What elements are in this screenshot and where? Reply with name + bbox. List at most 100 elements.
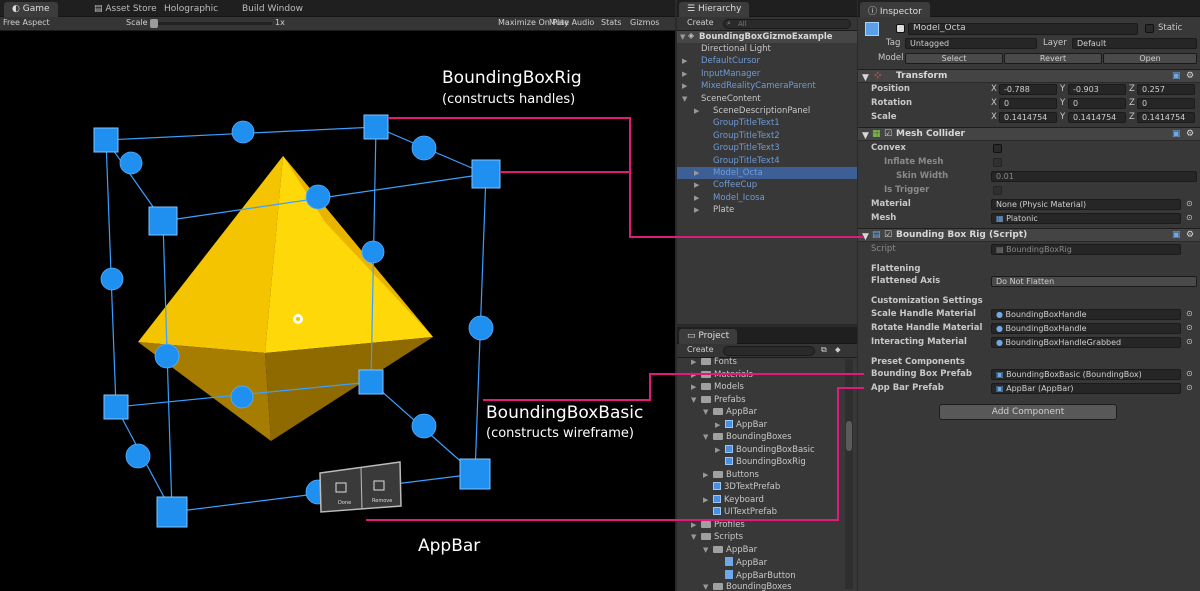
project-item[interactable]: ▶BoundingBoxBasic [677,444,843,456]
project-item[interactable]: ▶Buttons [677,469,843,481]
expand-arrow[interactable]: ▶ [691,383,697,391]
collapse-arrow[interactable]: ▼ [691,395,697,404]
collapse-arrow[interactable]: ▼ [703,433,709,441]
project-create-button[interactable]: Create [687,345,714,354]
interacting-material-field[interactable]: ● BoundingBoxHandleGrabbed [991,337,1181,348]
transform-rotation-x-field[interactable]: 0 [999,98,1057,109]
aspect-dropdown[interactable]: Free Aspect [3,18,50,27]
tab-asset-store[interactable]: ▤ Asset Store [94,4,157,14]
tab-game[interactable]: ◐ Game [4,2,58,17]
help-icon[interactable]: ▣ [1172,129,1181,139]
expand-arrow[interactable]: ▶ [694,181,700,190]
transform-header[interactable]: ▼ ⊹ Transform ▣ ⚙ [858,69,1200,83]
tab-hierarchy[interactable]: ☰ Hierarchy [679,2,750,17]
rotate-handle-material-field[interactable]: ● BoundingBoxHandle [991,323,1181,334]
object-name-field[interactable]: Model_Octa [908,23,1138,35]
expand-arrow[interactable]: ▶ [682,57,688,66]
project-item[interactable]: AppBar [677,556,843,568]
transform-rotation-z-field[interactable]: 0 [1137,98,1195,109]
add-component-button[interactable]: Add Component [939,404,1117,420]
rig-enabled-checkbox[interactable]: ☑ [884,230,893,240]
project-item[interactable]: ▼Scripts [677,531,843,543]
transform-scale-z-field[interactable]: 0.1414754 [1137,112,1195,123]
appbar-done-button[interactable]: Done [338,500,351,506]
hierarchy-item[interactable]: ▶Model_Octa [677,167,857,179]
transform-collapse-arrow[interactable]: ▼ [862,73,869,83]
expand-arrow[interactable]: ▶ [715,420,721,429]
object-picker-icon[interactable]: ⊙ [1186,383,1193,392]
settings-icon[interactable]: ⚙ [1186,129,1195,139]
settings-icon[interactable]: ⚙ [1186,71,1195,81]
collapse-arrow[interactable]: ▼ [682,94,688,103]
hierarchy-item[interactable]: ▶Model_Icosa [677,192,857,204]
project-item[interactable]: ▼BoundingBoxes [677,431,843,443]
hierarchy-search-input[interactable]: ⌕ All [723,19,851,29]
project-scrollbar[interactable] [845,359,853,589]
hierarchy-item[interactable]: ▶SceneDescriptionPanel [677,105,857,117]
expand-arrow[interactable]: ▶ [691,370,697,379]
scale-slider[interactable] [150,19,272,28]
project-item[interactable]: ▶Models [677,381,843,393]
project-item[interactable]: ▼AppBar [677,544,843,556]
expand-arrow[interactable]: ▶ [694,193,700,202]
help-icon[interactable]: ▣ [1172,71,1181,81]
model-revert-button[interactable]: Revert [1004,53,1102,64]
project-item[interactable]: ▶Materials [677,369,843,381]
expand-arrow[interactable]: ▶ [694,169,700,177]
material-field[interactable]: None (Physic Material) [991,199,1181,210]
project-item[interactable]: ▼BoundingBoxes [677,581,843,591]
expand-arrow[interactable]: ▶ [691,358,697,366]
project-item[interactable]: BoundingBoxRig [677,456,843,468]
project-item[interactable]: ▶Fonts [677,356,843,368]
project-item[interactable]: ▶Keyboard [677,494,843,506]
mute-audio-button[interactable]: Mute Audio [549,18,595,27]
flattened-axis-dropdown[interactable]: Do Not Flatten [991,276,1197,287]
project-item[interactable]: ▶AppBar [677,419,843,431]
expand-arrow[interactable]: ▶ [703,470,709,479]
layer-dropdown[interactable]: Default [1072,38,1197,49]
transform-scale-x-field[interactable]: 0.1414754 [999,112,1057,123]
hierarchy-item[interactable]: GroupTitleText3 [677,142,857,154]
expand-arrow[interactable]: ▶ [703,495,709,504]
appbar-remove-button[interactable]: Remove [372,498,392,504]
mesh-collider-collapse-arrow[interactable]: ▼ [862,131,869,141]
transform-rotation-y-field[interactable]: 0 [1068,98,1126,109]
project-item[interactable]: ▼AppBar [677,406,843,418]
expand-arrow[interactable]: ▶ [694,206,700,215]
hierarchy-item[interactable]: ▶MixedRealityCameraParent [677,80,857,92]
scene-row[interactable]: ▼ ◈ BoundingBoxGizmoExample [677,31,857,43]
help-icon[interactable]: ▣ [1172,230,1181,240]
hierarchy-item[interactable]: ▼SceneContent [677,93,857,105]
collapse-arrow[interactable]: ▼ [703,408,709,416]
object-picker-icon[interactable]: ⊙ [1186,369,1193,378]
object-picker-icon[interactable]: ⊙ [1186,199,1193,208]
hierarchy-item[interactable]: GroupTitleText2 [677,130,857,142]
transform-scale-y-field[interactable]: 0.1414754 [1068,112,1126,123]
model-select-button[interactable]: Select [905,53,1003,64]
rig-collapse-arrow[interactable]: ▼ [862,232,869,242]
object-picker-icon[interactable]: ⊙ [1186,337,1193,346]
expand-arrow[interactable]: ▶ [694,107,700,115]
collapse-arrow[interactable]: ▼ [703,545,709,554]
static-checkbox[interactable] [1145,24,1154,33]
collapse-arrow[interactable]: ▼ [703,583,709,591]
tab-build-window[interactable]: Build Window [242,4,303,14]
expand-arrow[interactable]: ▶ [682,82,688,91]
hierarchy-item[interactable]: ▶CoffeeCup [677,179,857,191]
app-bar-prefab-field[interactable]: ▣ AppBar (AppBar) [991,383,1181,394]
hierarchy-item[interactable]: ▶InputManager [677,68,857,80]
transform-position-y-field[interactable]: -0.903 [1068,84,1126,95]
object-picker-icon[interactable]: ⊙ [1186,309,1193,318]
project-item[interactable]: AppBarButton [677,569,843,581]
convex-checkbox[interactable] [993,144,1002,153]
expand-arrow[interactable]: ▶ [682,69,688,78]
settings-icon[interactable]: ⚙ [1186,230,1195,240]
scene-expand-arrow[interactable]: ▼ [680,33,686,41]
hierarchy-item[interactable]: ▶DefaultCursor [677,55,857,67]
rig-header[interactable]: ▼ ▤ ☑ Bounding Box Rig (Script) ▣ ⚙ [858,228,1200,242]
filter-by-label-icon[interactable]: ⬥ [835,345,841,354]
expand-arrow[interactable]: ▶ [715,445,721,454]
hierarchy-item[interactable]: Directional Light [677,43,857,55]
hierarchy-item[interactable]: ▶Plate [677,204,857,216]
hierarchy-item[interactable]: GroupTitleText1 [677,117,857,129]
